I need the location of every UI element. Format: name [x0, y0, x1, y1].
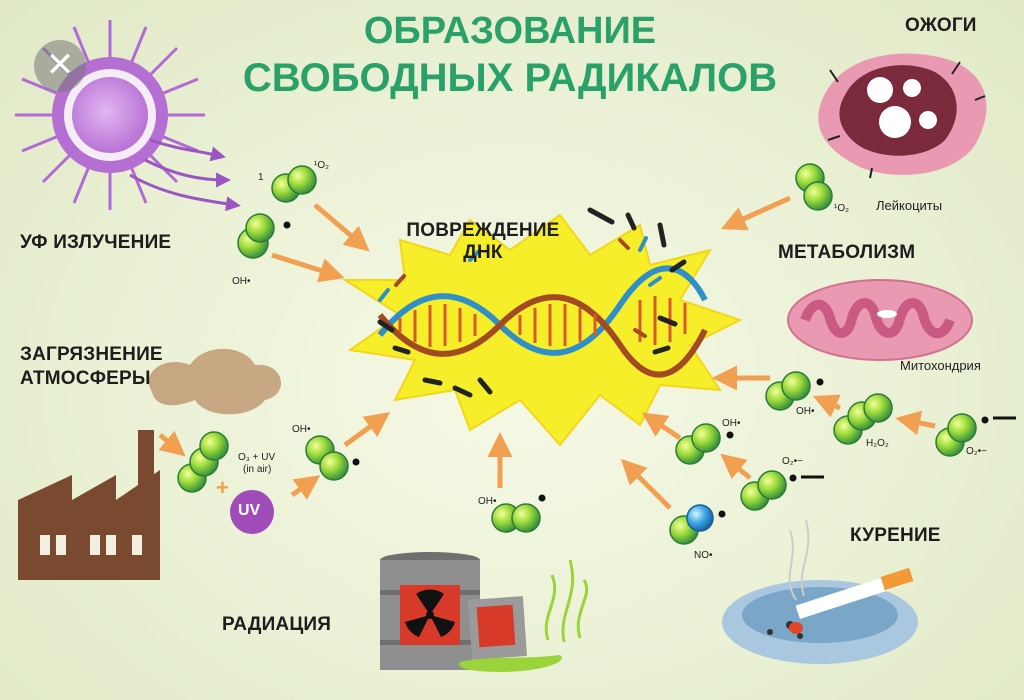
- formula-o2-radical-center: O₂•−: [782, 456, 804, 467]
- formula-oh-pollution: OH•: [292, 424, 311, 435]
- title-line-2: СВОБОДНЫХ РАДИКАЛОВ: [242, 56, 778, 100]
- molecule-no: [669, 504, 726, 545]
- dna-damage-label-2: ДНК: [463, 242, 503, 263]
- title-line-1: ОБРАЗОВАНИЕ: [363, 10, 657, 52]
- formula-singlet-1: 1: [258, 172, 264, 183]
- molecule-h2o2: [833, 393, 893, 445]
- radiation-label: РАДИАЦИЯ: [222, 614, 332, 635]
- formula-oh-mito: OH•: [796, 406, 815, 417]
- molecule-burns-o2: [795, 163, 833, 211]
- molecule-uv-oh: [237, 213, 291, 259]
- radioactive-barrels-icon: [380, 552, 589, 672]
- ashtray-cigarette-icon: [722, 519, 918, 664]
- factory-icon: [18, 348, 282, 580]
- formula-o3-uv: O₃ + UV: [238, 452, 276, 463]
- burns-label: ОЖОГИ: [905, 15, 977, 36]
- reaction-arrows: [158, 195, 936, 510]
- dna-fragments: [377, 207, 687, 398]
- smoking-label: КУРЕНИЕ: [850, 525, 941, 546]
- molecule-uv-o2: [271, 165, 317, 203]
- dna-damage-label-1: ПОВРЕЖДЕНИЕ: [406, 220, 560, 241]
- burn-wound-icon: [818, 53, 987, 179]
- close-button[interactable]: ✕: [34, 40, 86, 92]
- leukocytes-label: Лейкоциты: [876, 198, 943, 213]
- molecule-radiation-oh: [491, 494, 546, 533]
- formula-in-air: (in air): [243, 464, 272, 475]
- molecule-pollution-oh: [305, 435, 360, 481]
- sun-icon: [15, 20, 241, 212]
- molecule-o2-radical-right: [935, 413, 1016, 457]
- formula-oh-radiation: OH•: [478, 496, 497, 507]
- pollution-label-1: ЗАГРЯЗНЕНИЕ: [20, 344, 163, 365]
- molecule-oh-center-right: [675, 423, 734, 465]
- molecule-ozone: [177, 431, 229, 493]
- plus-sign: +: [216, 475, 229, 500]
- molecule-o2-radical-center: [740, 470, 824, 511]
- pollution-label-2: АТМОСФЕРЫ: [20, 368, 151, 389]
- mitochondria-icon: [787, 279, 973, 361]
- formula-o2-radical-right: O₂•−: [966, 446, 988, 457]
- formula-oh-uv: OH•: [232, 276, 251, 287]
- mitochondria-label: Митохондрия: [900, 358, 981, 373]
- formula-singlet-o2-uv: ¹O₂: [314, 160, 329, 171]
- formula-oh-center: OH•: [722, 418, 741, 429]
- uv-radiation-label: УФ ИЗЛУЧЕНИЕ: [20, 232, 172, 253]
- metabolism-label: МЕТАБОЛИЗМ: [778, 242, 916, 263]
- molecule-mito-oh: [765, 371, 824, 411]
- formula-singlet-o2-burns: ¹O₂: [834, 203, 849, 214]
- formula-h2o2: H₂O₂: [866, 438, 889, 449]
- starburst-shape: [341, 213, 743, 447]
- formula-no: NO•: [694, 550, 713, 561]
- uv-badge-circle: [230, 490, 274, 534]
- uv-badge-label: UV: [238, 502, 261, 519]
